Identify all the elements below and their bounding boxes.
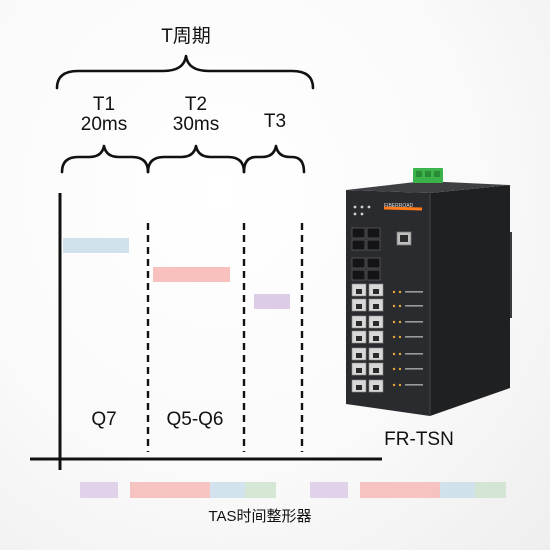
timeline-segment — [475, 482, 506, 498]
timeline-segment — [130, 482, 210, 498]
footer-label: TAS时间整形器 — [208, 508, 312, 525]
queue-label-q7: Q7 — [91, 409, 117, 430]
sfp-ports — [351, 227, 381, 281]
slot-label-t2: T2 30ms — [156, 95, 236, 135]
switch-device: FIBERROAD — [346, 168, 512, 416]
rj45-ports — [351, 283, 384, 393]
period-label: T周期 — [161, 26, 211, 47]
t2-brace — [146, 144, 246, 174]
slot-name: T1 — [92, 94, 116, 115]
timeline-segment — [360, 482, 440, 498]
device-brand: FIBERROAD — [384, 203, 414, 209]
timeline-segment — [210, 482, 245, 498]
device-name: FR-TSN — [384, 429, 454, 450]
timeline-segment — [80, 482, 118, 498]
queue-label-q5q6: Q5-Q6 — [166, 409, 224, 430]
slot-label-t3: T3 — [250, 112, 300, 132]
period-brace — [55, 54, 315, 90]
slot-duration: 20ms — [80, 113, 128, 135]
t1-brace — [60, 144, 150, 174]
gate-window-q7 — [63, 238, 129, 253]
slot-label-t1: T1 20ms — [64, 95, 144, 135]
power-connector — [413, 168, 443, 183]
gate-window-q5q6 — [153, 267, 230, 282]
timeline-segment — [310, 482, 348, 498]
timeline-segment — [440, 482, 475, 498]
slot-duration: 30ms — [172, 113, 220, 135]
gate-window-q3 — [254, 294, 290, 309]
timeline-segment — [245, 482, 276, 498]
t3-brace — [242, 144, 306, 174]
slot-name: T3 — [263, 111, 287, 132]
slot-name: T2 — [184, 94, 208, 115]
